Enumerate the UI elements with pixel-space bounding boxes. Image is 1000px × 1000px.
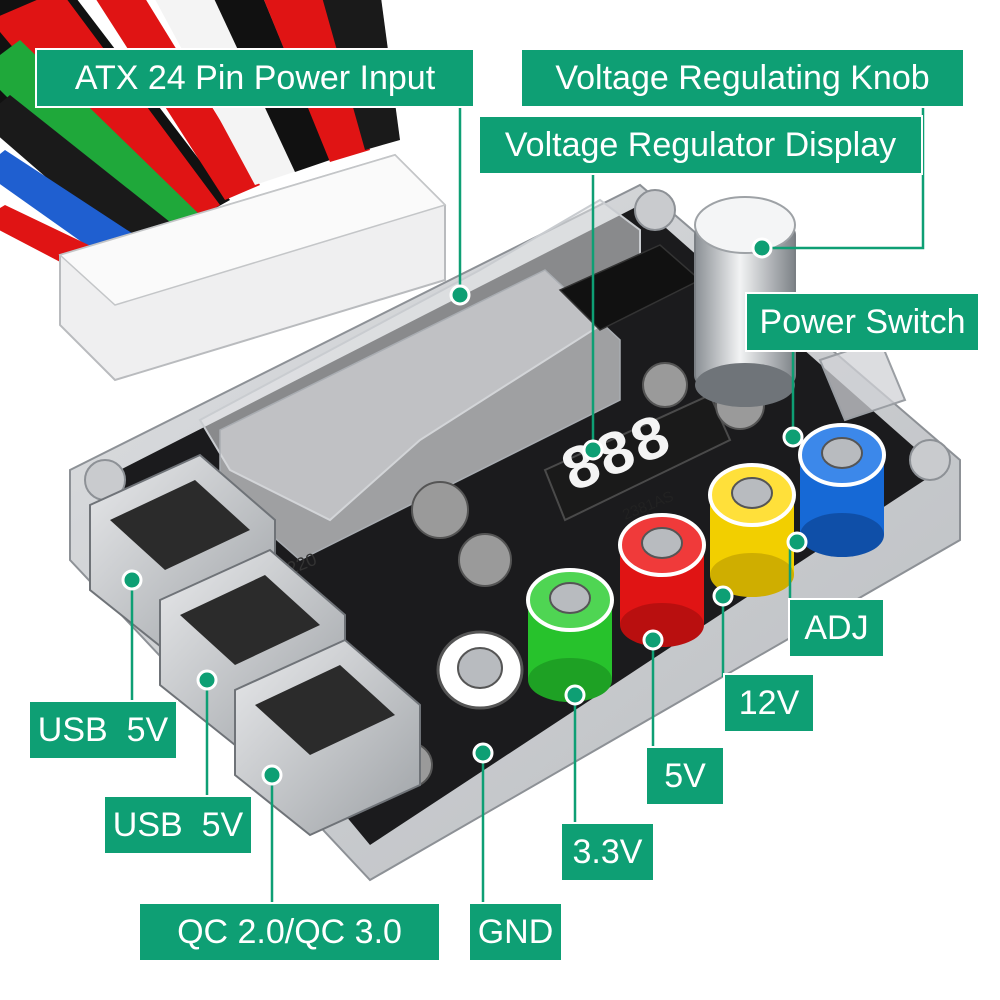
callout-knob: Voltage Regulating Knob xyxy=(520,48,965,108)
voltage-display-module xyxy=(543,393,732,522)
binding-post-5v xyxy=(618,513,706,647)
callout-qc: QC 2.0/QC 3.0 xyxy=(138,902,441,962)
usb-port-qc xyxy=(234,638,421,837)
callout-display: Voltage Regulator Display xyxy=(478,115,923,175)
callout-3v3: 3.3V xyxy=(560,822,655,882)
atx-24pin-connector xyxy=(58,153,447,382)
callout-12v: 12V xyxy=(723,673,815,733)
callout-gnd: GND xyxy=(468,902,563,962)
leader-lines xyxy=(130,95,925,905)
binding-post-3v3 xyxy=(526,568,614,702)
callout-usb-5v-2: USB 5V xyxy=(103,795,253,855)
callout-5v: 5V xyxy=(645,746,725,806)
binding-post-12v xyxy=(708,463,796,597)
callout-power-switch: Power Switch xyxy=(745,292,980,352)
callout-adj: ADJ xyxy=(788,598,885,658)
callout-usb-5v-1: USB 5V xyxy=(28,700,178,760)
leader-dots xyxy=(121,237,808,786)
binding-post-adj xyxy=(798,423,886,557)
callout-atx-input: ATX 24 Pin Power Input xyxy=(35,48,475,108)
binding-post-gnd xyxy=(436,630,524,710)
